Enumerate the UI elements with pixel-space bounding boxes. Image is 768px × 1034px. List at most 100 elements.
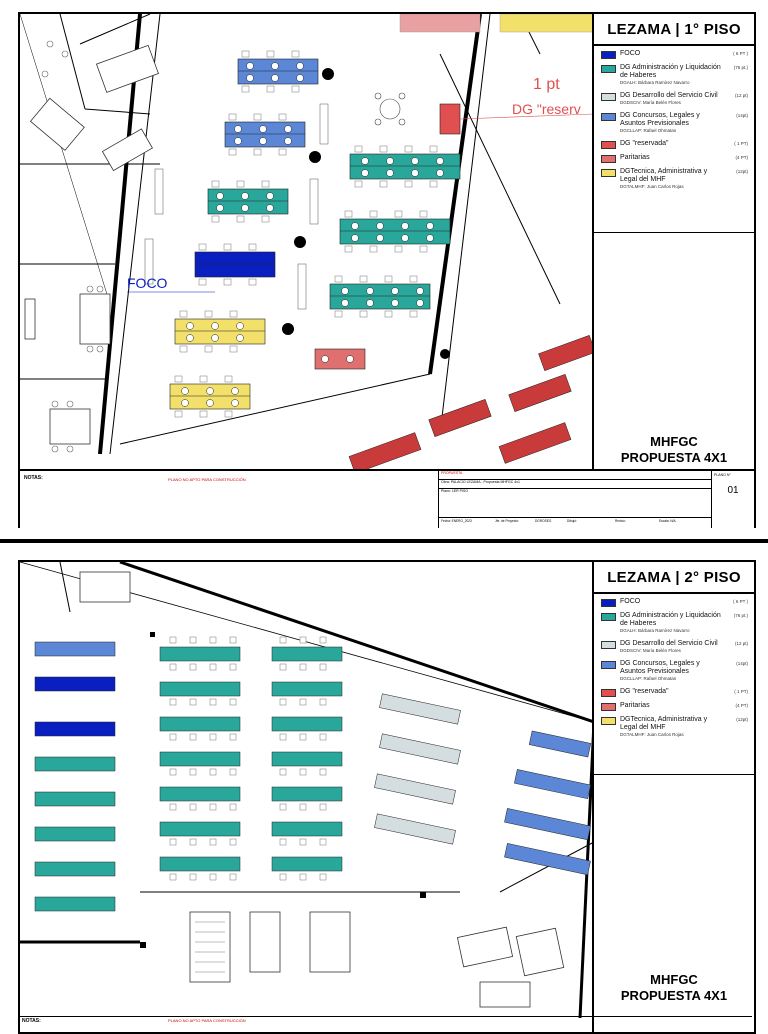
floor-plan-2: [20, 562, 594, 1018]
legend-item: DG Desarrollo del Servicio Civil (12 pt) D…: [598, 640, 750, 654]
sheet-floor-2: LEZAMA | 2° PISO FOCO( 6 PT ) DG Administ…: [0, 543, 768, 1034]
legend-name: Paritarias: [620, 154, 650, 161]
tb-fecha: Fecha: ENERO_2023: [441, 519, 472, 523]
legend-item: Paritarias (4 PT): [598, 154, 750, 163]
legend-name: DG Concursos, Legales y Asuntos Previsio…: [620, 660, 700, 675]
legend-count: ( 1 PT): [734, 689, 748, 694]
legend-item: DG Concursos, Legales y Asuntos Previsio…: [598, 660, 750, 682]
title-block: PROPUESTA Obra: PALACIO LEZAMA - Propues…: [438, 471, 754, 528]
legend-swatch: [601, 113, 616, 121]
legend-name: DG "reservada": [620, 688, 669, 695]
legend-swatch: [601, 599, 616, 607]
project-line-2: PROPUESTA 4X1: [620, 450, 728, 465]
notes-label: NOTAS:: [22, 1018, 41, 1024]
legend-count: (14pt): [736, 661, 748, 666]
notes-warning: PLANO NO APTO PARA CONSTRUCCIÓN: [168, 477, 246, 482]
legend-swatch: [601, 703, 616, 711]
legend-swatch: [601, 141, 616, 149]
legend-person: DGDSCIV: María Belén Flores: [620, 648, 681, 653]
legend-person: DGTALMHF: Juan Carlos Rojas: [620, 732, 684, 737]
legend-item: DG Administración y Liquidación de Haber…: [598, 612, 750, 634]
legend-person: DGDSCIV: María Belén Flores: [620, 100, 681, 105]
legend-item: DG Desarrollo del Servicio Civil (12 pt) D…: [598, 92, 750, 106]
legend-item: DG Administración y Liquidación de Haber…: [598, 64, 750, 86]
legend-swatch: [601, 613, 616, 621]
legend-name: DG Desarrollo del Servicio Civil: [620, 640, 718, 647]
legend-name: DGTecnica, Administrativa y Legal del MH…: [620, 716, 708, 731]
sheet-separator: [0, 539, 768, 543]
sheet-floor-1: FOCO 1 pt DG "reserv LEZAMA | 1° PISO FO…: [18, 12, 756, 528]
legend-name: DG "reservada": [620, 140, 669, 147]
legend-item: DG Concursos, Legales y Asuntos Previsio…: [598, 112, 750, 134]
legend-person: DGCLLAP: Rafael Ohmatan: [620, 128, 677, 133]
sheet-frame: FOCO 1 pt DG "reserv LEZAMA | 1° PISO FO…: [18, 12, 756, 528]
notes-warning: PLANO NO APTO PARA CONSTRUCCIÓN: [168, 1018, 246, 1023]
legend-swatch: [601, 65, 616, 73]
project-title: MHFGC PROPUESTA 4X1: [594, 434, 754, 466]
plan-label-dg: DG "reserv: [512, 101, 581, 117]
legend-swatch: [601, 641, 616, 649]
legend-name: DG Desarrollo del Servicio Civil: [620, 92, 718, 99]
legend-count: (14pt): [736, 113, 748, 118]
legend-item: FOCO( 6 PT ): [598, 598, 750, 607]
legend-item: FOCO ( 6 PT ): [598, 50, 750, 59]
legend-count: (76 pt.): [733, 613, 748, 618]
project-line-2: PROPUESTA 4X1: [620, 988, 728, 1003]
legend-list: FOCO ( 6 PT ) DG Administración y Liquidac…: [594, 46, 754, 190]
legend-count: (4 PT): [735, 155, 748, 160]
legend-count: (12pt): [736, 169, 748, 174]
legend-item: DG "reservada" ( 1 PT): [598, 688, 750, 697]
legend-person: DGCLLAP: Rafael Ohmatan: [620, 676, 677, 681]
legend-count: (4 PT): [735, 703, 748, 708]
tb-propuesta: PROPUESTA: [439, 471, 712, 480]
legend-item: Paritarias (4 PT): [598, 702, 750, 711]
legend-swatch: [601, 661, 616, 669]
legend-name: Paritarias: [620, 702, 650, 709]
legend-item: DGTecnica, Administrativa y Legal del MH…: [598, 168, 750, 190]
legend-person: DGTALMHF: Juan Carlos Rojas: [620, 184, 684, 189]
plano-number: 01: [727, 485, 739, 496]
legend-panel: LEZAMA | 2° PISO FOCO( 6 PT ) DG Administ…: [592, 562, 754, 1032]
legend-name: DG Administración y Liquidación de Haber…: [620, 64, 721, 79]
tb-jefe: Jfe. de Proyecto:: [495, 519, 519, 523]
sheet-frame: LEZAMA | 2° PISO FOCO( 6 PT ) DG Administ…: [18, 560, 756, 1034]
legend-count: (76 pt.): [733, 65, 748, 70]
sheet-title: LEZAMA | 1° PISO: [594, 14, 754, 46]
legend-name: FOCO: [620, 50, 641, 57]
legend-name: DG Concursos, Legales y Asuntos Previsio…: [620, 112, 700, 127]
legend-swatch: [601, 93, 616, 101]
notes-bar: NOTAS: PLANO NO APTO PARA CONSTRUCCIÓN P…: [20, 469, 754, 528]
legend-count: (12 pt): [734, 93, 748, 98]
legend-person: DGALH: Bárbara Ramírez Navarro: [620, 628, 690, 633]
legend-person: DGALH: Bárbara Ramírez Navarro: [620, 80, 690, 85]
notes-label: NOTAS:: [24, 475, 43, 481]
project-title: MHFGC PROPUESTA 4X1: [594, 972, 754, 1004]
legend-swatch: [601, 51, 616, 59]
tb-obra: Obra: PALACIO LEZAMA - Propuesta MHFGC 4…: [439, 480, 712, 489]
tb-plano: Plano: 1ER PISO: [439, 489, 712, 518]
legend-item: DGTecnica, Administrativa y Legal del MH…: [598, 716, 750, 738]
legend-count: (12 pt): [734, 641, 748, 646]
legend-count: (12pt): [736, 717, 748, 722]
legend-item: DG "reservada" ( 1 PT): [598, 140, 750, 149]
legend-panel: LEZAMA | 1° PISO FOCO ( 6 PT ) DG Administ…: [592, 14, 754, 469]
sheet-title: LEZAMA | 2° PISO: [594, 562, 754, 594]
legend-count: ( 1 PT): [734, 141, 748, 146]
plano-label: PLANO N°: [714, 473, 731, 477]
legend-swatch: [601, 169, 616, 177]
legend-name: DG Administración y Liquidación de Haber…: [620, 612, 721, 627]
floor-plan-1: FOCO 1 pt DG "reserv: [20, 14, 594, 469]
notes-bar-2: NOTAS: PLANO NO APTO PARA CONSTRUCCIÓN: [20, 1016, 752, 1025]
tb-dg: DGROSEG: [535, 519, 552, 523]
plano-number-box: PLANO N° 01: [711, 471, 754, 528]
legend-swatch: [601, 689, 616, 697]
legend-swatch: [601, 155, 616, 163]
plan-label-pt: 1 pt: [533, 76, 560, 93]
project-line-1: MHFGC: [650, 434, 698, 449]
legend-count: ( 6 PT ): [733, 51, 748, 56]
tb-reviso: Revisó:: [615, 519, 626, 523]
tb-escala: Escala: N/A: [659, 519, 676, 523]
legend-list: FOCO( 6 PT ) DG Administración y Liquidac…: [594, 594, 754, 738]
legend-name: DGTecnica, Administrativa y Legal del MH…: [620, 168, 708, 183]
plan-label-foco: FOCO: [127, 275, 168, 291]
